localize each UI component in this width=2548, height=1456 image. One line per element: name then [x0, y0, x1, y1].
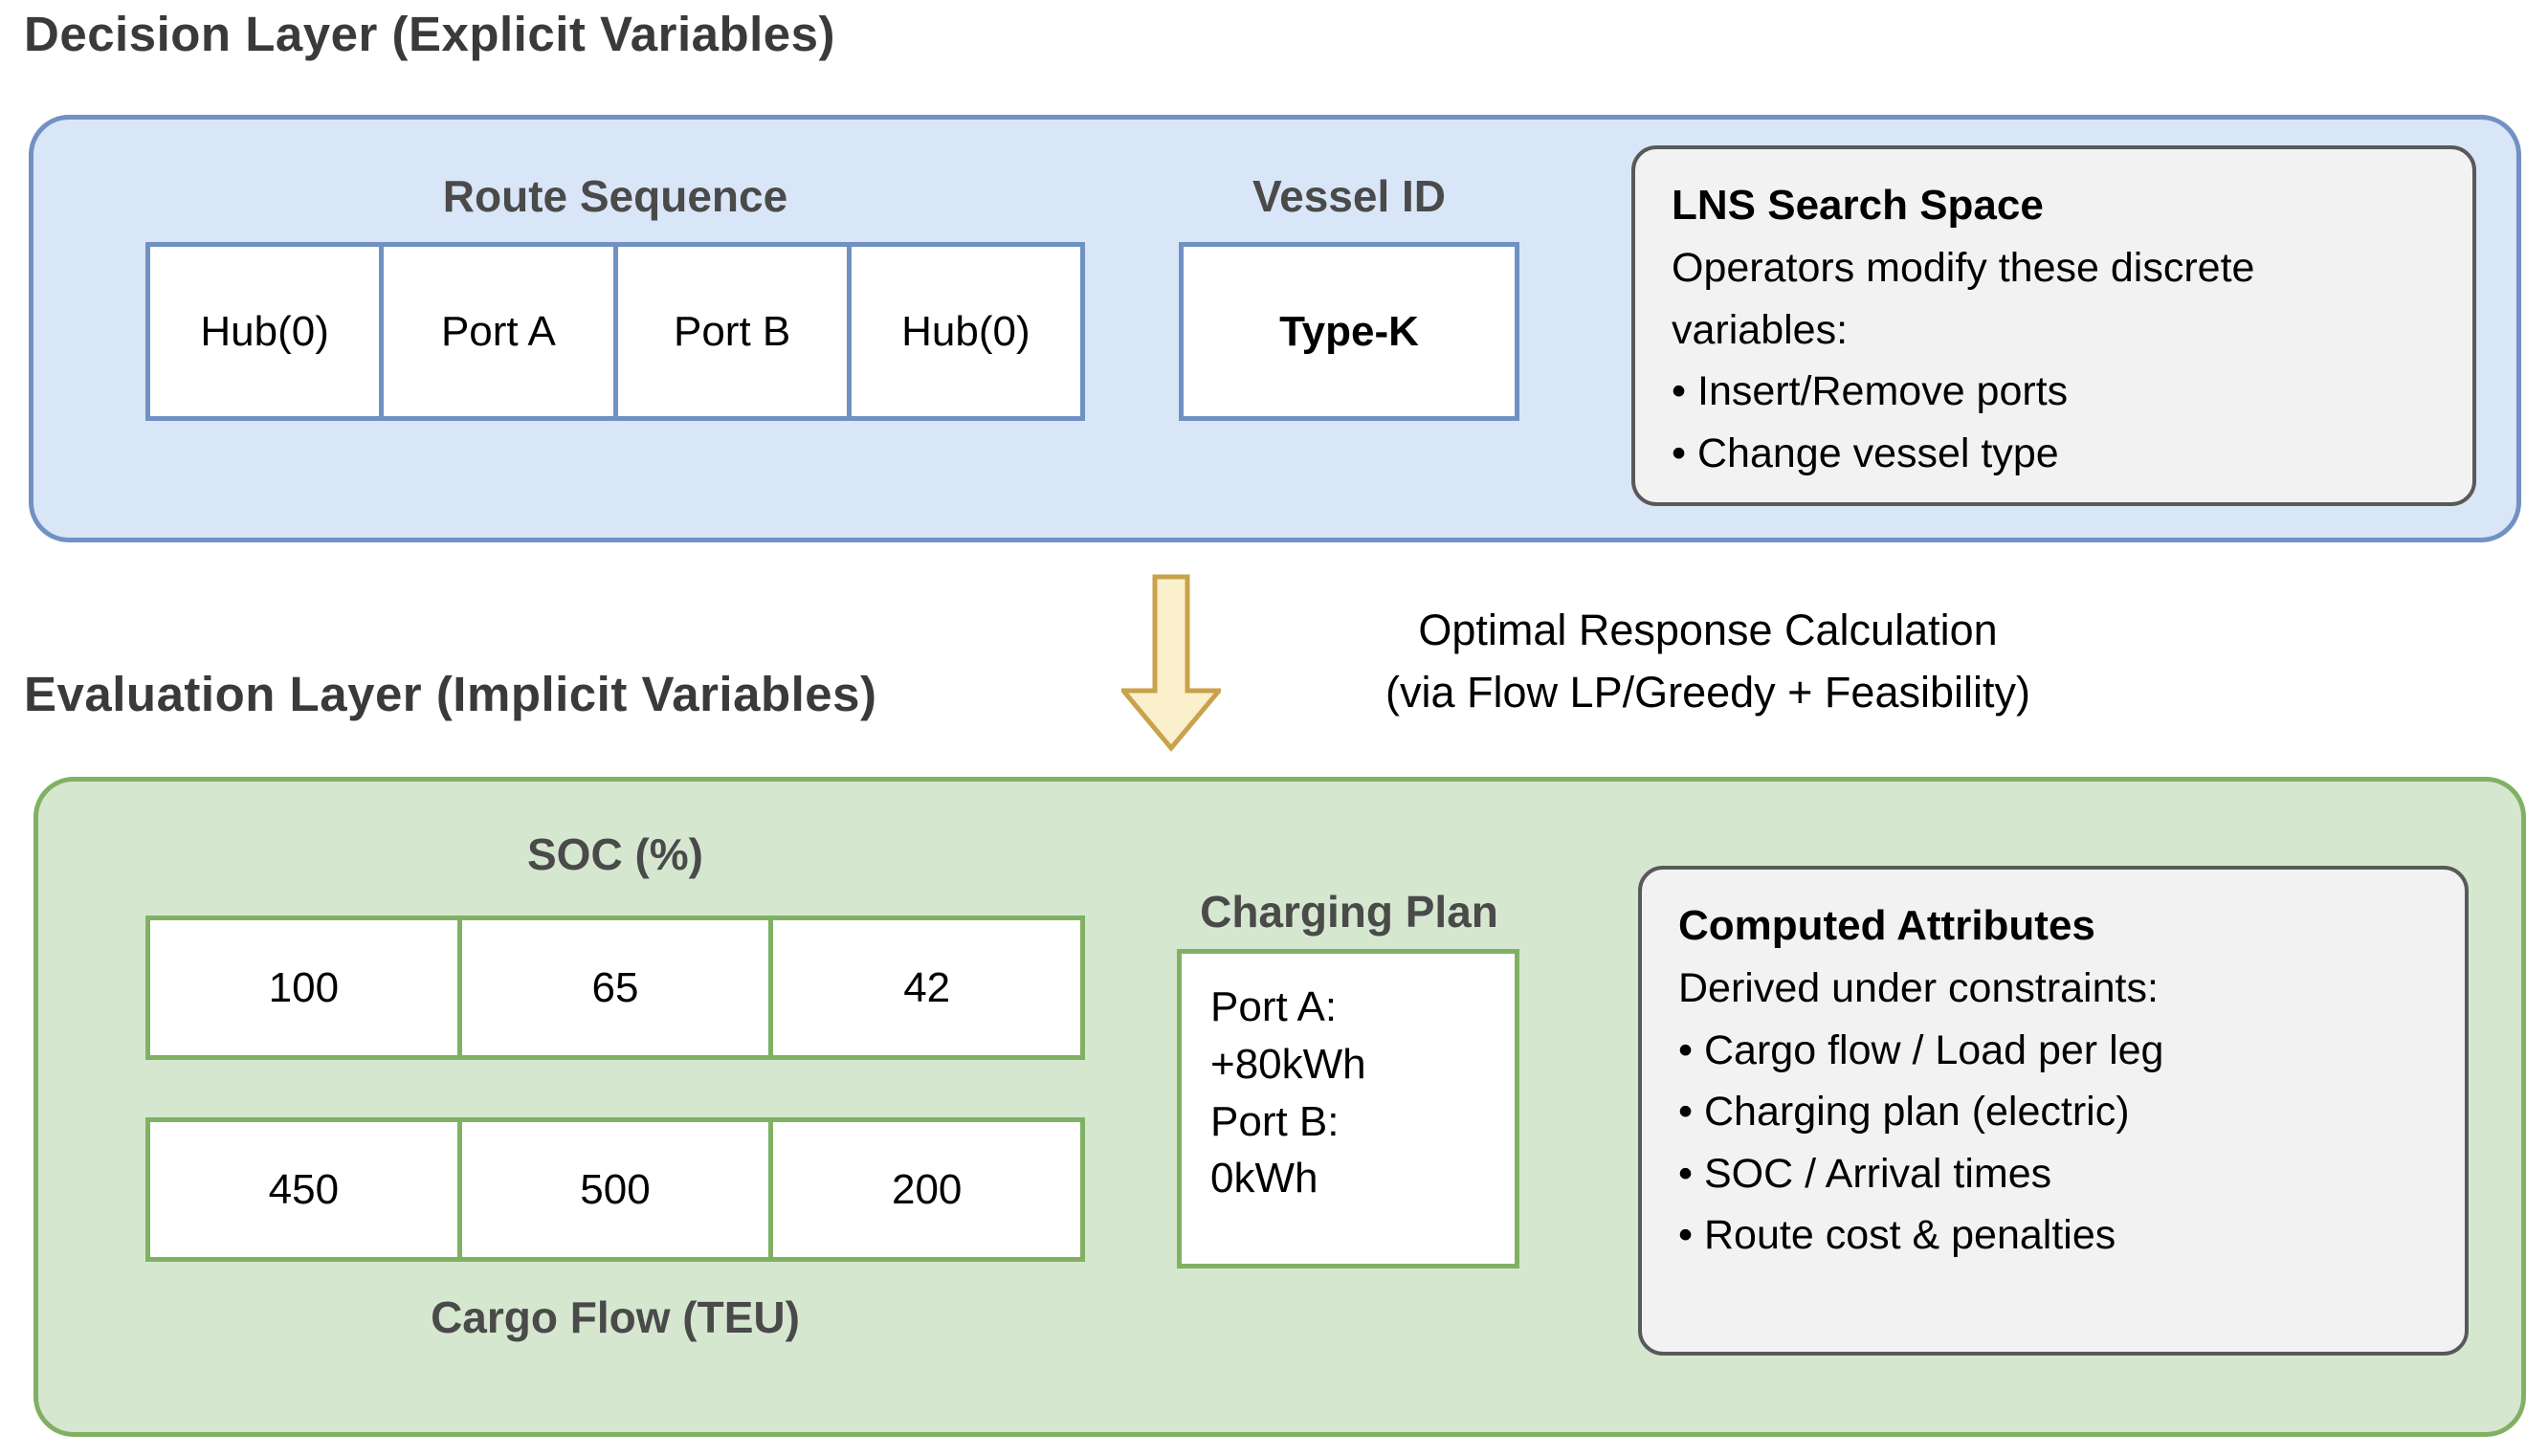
- charging-plan-line: 0kWh: [1210, 1155, 1318, 1202]
- decision-layer-title: Decision Layer (Explicit Variables): [24, 7, 836, 61]
- computed-bullet: • Route cost & penalties: [1678, 1212, 2116, 1258]
- soc-cell: 65: [456, 920, 769, 1055]
- evaluation-layer-title: Evaluation Layer (Implicit Variables): [24, 667, 877, 721]
- route-cell: Hub(0): [150, 247, 380, 416]
- route-cell: Hub(0): [846, 247, 1080, 416]
- computed-note-title: Computed Attributes: [1678, 902, 2095, 949]
- vessel-id-label: Vessel ID: [1252, 171, 1447, 221]
- soc-label: SOC (%): [527, 829, 703, 879]
- vessel-id-box: Type-K: [1179, 242, 1519, 421]
- lns-bullet: • Insert/Remove ports: [1672, 368, 2069, 414]
- route-sequence-row: Hub(0) Port A Port B Hub(0): [145, 242, 1085, 421]
- charging-plan-line: Port A:: [1210, 983, 1338, 1030]
- computed-bullet: • Charging plan (electric): [1678, 1089, 2130, 1135]
- lns-search-space-note: LNS Search Space Operators modify these …: [1631, 145, 2476, 506]
- down-arrow-icon: [1121, 574, 1221, 752]
- soc-row: 100 65 42: [145, 916, 1085, 1060]
- computed-note-subtitle: Derived under constraints:: [1678, 965, 2159, 1011]
- cargo-cell: 500: [456, 1122, 769, 1257]
- cargo-cell: 200: [768, 1122, 1081, 1257]
- route-sequence-label: Route Sequence: [442, 171, 788, 221]
- cargo-cell: 450: [150, 1122, 457, 1257]
- cargo-flow-row: 450 500 200: [145, 1117, 1085, 1262]
- soc-cell: 100: [150, 920, 457, 1055]
- computed-bullet: • Cargo flow / Load per leg: [1678, 1026, 2164, 1073]
- charging-plan-line: Port B:: [1210, 1097, 1340, 1145]
- lns-note-subtitle: Operators modify these discrete variable…: [1672, 245, 2255, 353]
- route-cell: Port B: [612, 247, 847, 416]
- lns-note-title: LNS Search Space: [1672, 182, 2044, 229]
- route-cell: Port A: [379, 247, 613, 416]
- charging-plan-label: Charging Plan: [1200, 887, 1498, 937]
- cargo-flow-label: Cargo Flow (TEU): [431, 1292, 800, 1342]
- computed-bullet: • SOC / Arrival times: [1678, 1150, 2052, 1197]
- computed-attributes-note: Computed Attributes Derived under constr…: [1638, 866, 2469, 1356]
- soc-cell: 42: [768, 920, 1081, 1055]
- charging-plan-line: +80kWh: [1210, 1040, 1366, 1088]
- transition-caption-line1: Optimal Response Calculation: [1418, 606, 1998, 654]
- lns-bullet: • Change vessel type: [1672, 430, 2059, 476]
- transition-caption-line2: (via Flow LP/Greedy + Feasibility): [1385, 668, 2030, 717]
- transition-caption: Optimal Response Calculation (via Flow L…: [1263, 599, 2153, 724]
- charging-plan-box: Port A: +80kWh Port B: 0kWh: [1177, 949, 1519, 1268]
